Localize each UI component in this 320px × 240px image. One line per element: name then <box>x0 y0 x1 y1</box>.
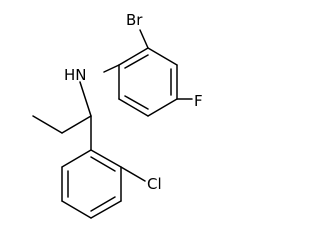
ring2-bond-c6-c1 <box>61 149 92 168</box>
bond-ring-nitrogen <box>103 64 120 73</box>
bond-ring-chlorine <box>120 166 146 182</box>
bromine-label: Br <box>126 11 143 29</box>
ring2-bond-c1-c2 <box>90 149 122 168</box>
ring1-double-bond-c1-c2 <box>124 54 149 69</box>
amine-nh-label: HN <box>64 66 87 84</box>
ring2-bond-c3-c4 <box>90 200 122 219</box>
aniline-ring <box>118 47 178 117</box>
bond-nitrogen-ch <box>79 81 92 117</box>
chemical-structure-diagram: HN Br F Cl <box>32 11 203 219</box>
ring1-bond-c2-c3 <box>147 47 178 66</box>
bond-ch2-ch3 <box>32 115 63 134</box>
ring1-double-bond-c5-c6 <box>124 95 149 110</box>
bond-ch-ch2 <box>61 115 92 134</box>
ring2-bond-c4-c5 <box>61 200 92 219</box>
bond-ring-bromine <box>139 29 149 49</box>
ring1-bond-c5-c6 <box>118 98 149 117</box>
ring2-double-bond-c3-c4 <box>90 196 116 212</box>
fluorine-label: F <box>194 92 203 110</box>
chlorine-label: Cl <box>147 175 162 193</box>
ring2-double-bond-c1-c2 <box>90 156 116 172</box>
chlorophenyl-ring <box>61 149 122 219</box>
ring1-bond-c1-c2 <box>118 47 149 66</box>
ring1-bond-c4-c5 <box>147 98 178 117</box>
